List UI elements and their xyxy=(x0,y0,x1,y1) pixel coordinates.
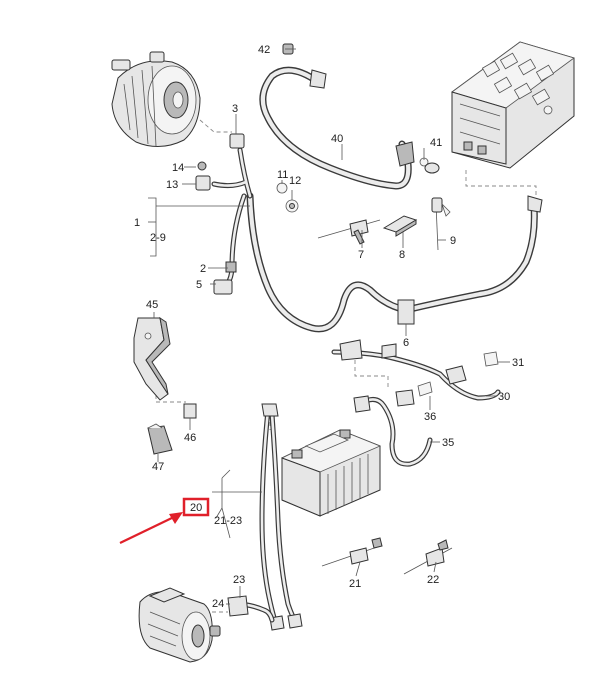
label-2: 2 xyxy=(200,263,206,275)
label-8: 8 xyxy=(399,249,405,261)
label-24: 24 xyxy=(212,598,224,610)
label-20: 20 xyxy=(190,502,202,514)
label-45: 45 xyxy=(146,299,158,311)
highlight-arrow-head xyxy=(169,512,183,524)
label-42: 42 xyxy=(258,44,270,56)
label-36: 36 xyxy=(424,411,436,423)
label-3: 3 xyxy=(232,103,238,115)
label-11: 11 xyxy=(277,169,288,181)
label-6: 6 xyxy=(403,337,409,349)
label-46: 46 xyxy=(184,432,196,444)
label-2-9: 2-9 xyxy=(150,232,166,244)
label-12: 12 xyxy=(289,175,301,187)
alternator xyxy=(111,51,201,147)
label-14: 14 xyxy=(172,162,184,174)
label-1: 1 xyxy=(134,217,140,229)
fuse-box xyxy=(451,41,575,169)
label-7: 7 xyxy=(358,249,364,261)
label-23: 23 xyxy=(233,574,245,586)
label-22: 22 xyxy=(427,574,439,586)
label-31: 31 xyxy=(512,357,524,369)
label-21: 21 xyxy=(349,578,361,590)
label-41: 41 xyxy=(430,137,442,149)
label-40: 40 xyxy=(331,133,343,145)
part-labels: 42 3 40 41 14 13 11 12 1 2-9 7 8 9 2 5 6… xyxy=(134,44,524,610)
battery xyxy=(280,429,382,517)
label-21-23: 21-23 xyxy=(214,515,242,527)
label-47: 47 xyxy=(152,461,164,473)
label-30: 30 xyxy=(498,391,510,403)
bracket-45 xyxy=(133,316,171,401)
cable-tie-7 xyxy=(317,219,381,245)
label-13: 13 xyxy=(166,179,178,191)
highlight-arrow xyxy=(119,515,177,544)
label-9: 9 xyxy=(450,235,456,247)
highlight-box xyxy=(182,497,210,517)
starter-motor xyxy=(138,587,213,663)
highlight-marker xyxy=(119,497,210,544)
label-5: 5 xyxy=(196,279,202,291)
label-35: 35 xyxy=(442,437,454,449)
